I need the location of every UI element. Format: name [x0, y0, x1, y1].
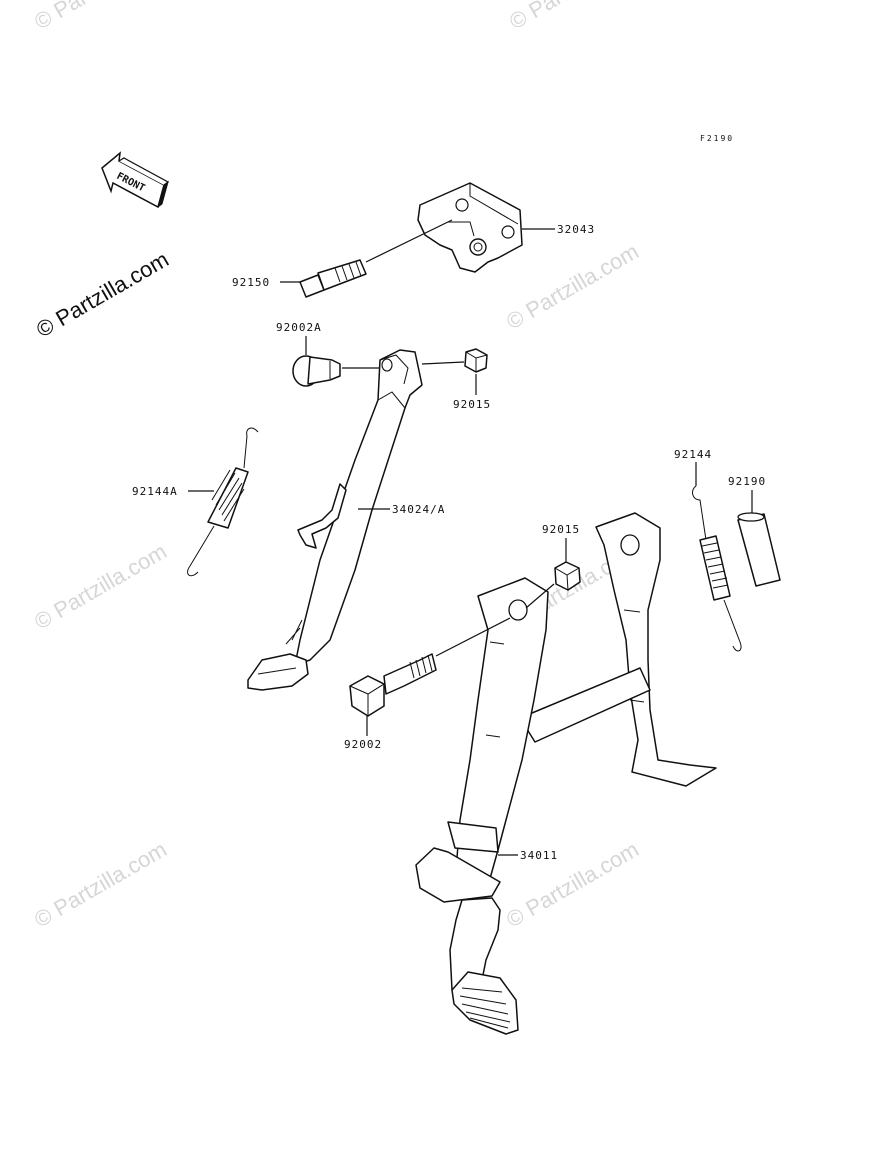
watermark: © Partzilla.com	[502, 239, 643, 335]
part-label-92002a: 92002A	[276, 321, 322, 334]
spring-92144	[692, 485, 742, 652]
copyright-notice: © Partzilla.com	[32, 247, 173, 343]
part-label-92190: 92190	[728, 475, 766, 488]
center-stand-34011	[415, 512, 717, 1035]
bolt-92002	[349, 653, 437, 717]
nut-92015-upper	[464, 348, 488, 373]
collar-92190	[737, 512, 781, 587]
side-stand-34024a	[247, 349, 423, 691]
spring-92144a	[187, 427, 259, 577]
leader-line	[421, 361, 465, 365]
part-label-92144a: 92144A	[132, 485, 178, 498]
watermark: © Partzilla.com	[30, 837, 171, 933]
watermark-layer: © Partzilla.com © Partzilla.com © Partzi…	[30, 0, 646, 932]
watermark: © Partzilla.com	[30, 0, 171, 34]
part-label-92150: 92150	[232, 276, 270, 289]
part-label-92002: 92002	[344, 738, 382, 751]
figure-code: F2190	[700, 134, 734, 143]
part-label-32043: 32043	[557, 223, 595, 236]
watermark: © Partzilla.com	[30, 539, 171, 635]
nut-92015-lower	[554, 561, 581, 591]
leader-line	[525, 583, 555, 609]
bolt-92150	[299, 259, 367, 298]
leader-line	[365, 219, 453, 263]
front-arrow-icon: FRONT	[101, 151, 170, 209]
part-label-92144: 92144	[674, 448, 712, 461]
part-label-92015-lower: 92015	[542, 523, 580, 536]
part-label-34024a: 34024/A	[392, 503, 445, 516]
watermark: © Partzilla.com	[505, 0, 646, 34]
bracket-32043	[417, 182, 523, 273]
part-label-34011: 34011	[520, 849, 558, 862]
pin-92002a	[292, 355, 341, 387]
part-label-92015-upper: 92015	[453, 398, 491, 411]
leader-line	[435, 617, 511, 657]
